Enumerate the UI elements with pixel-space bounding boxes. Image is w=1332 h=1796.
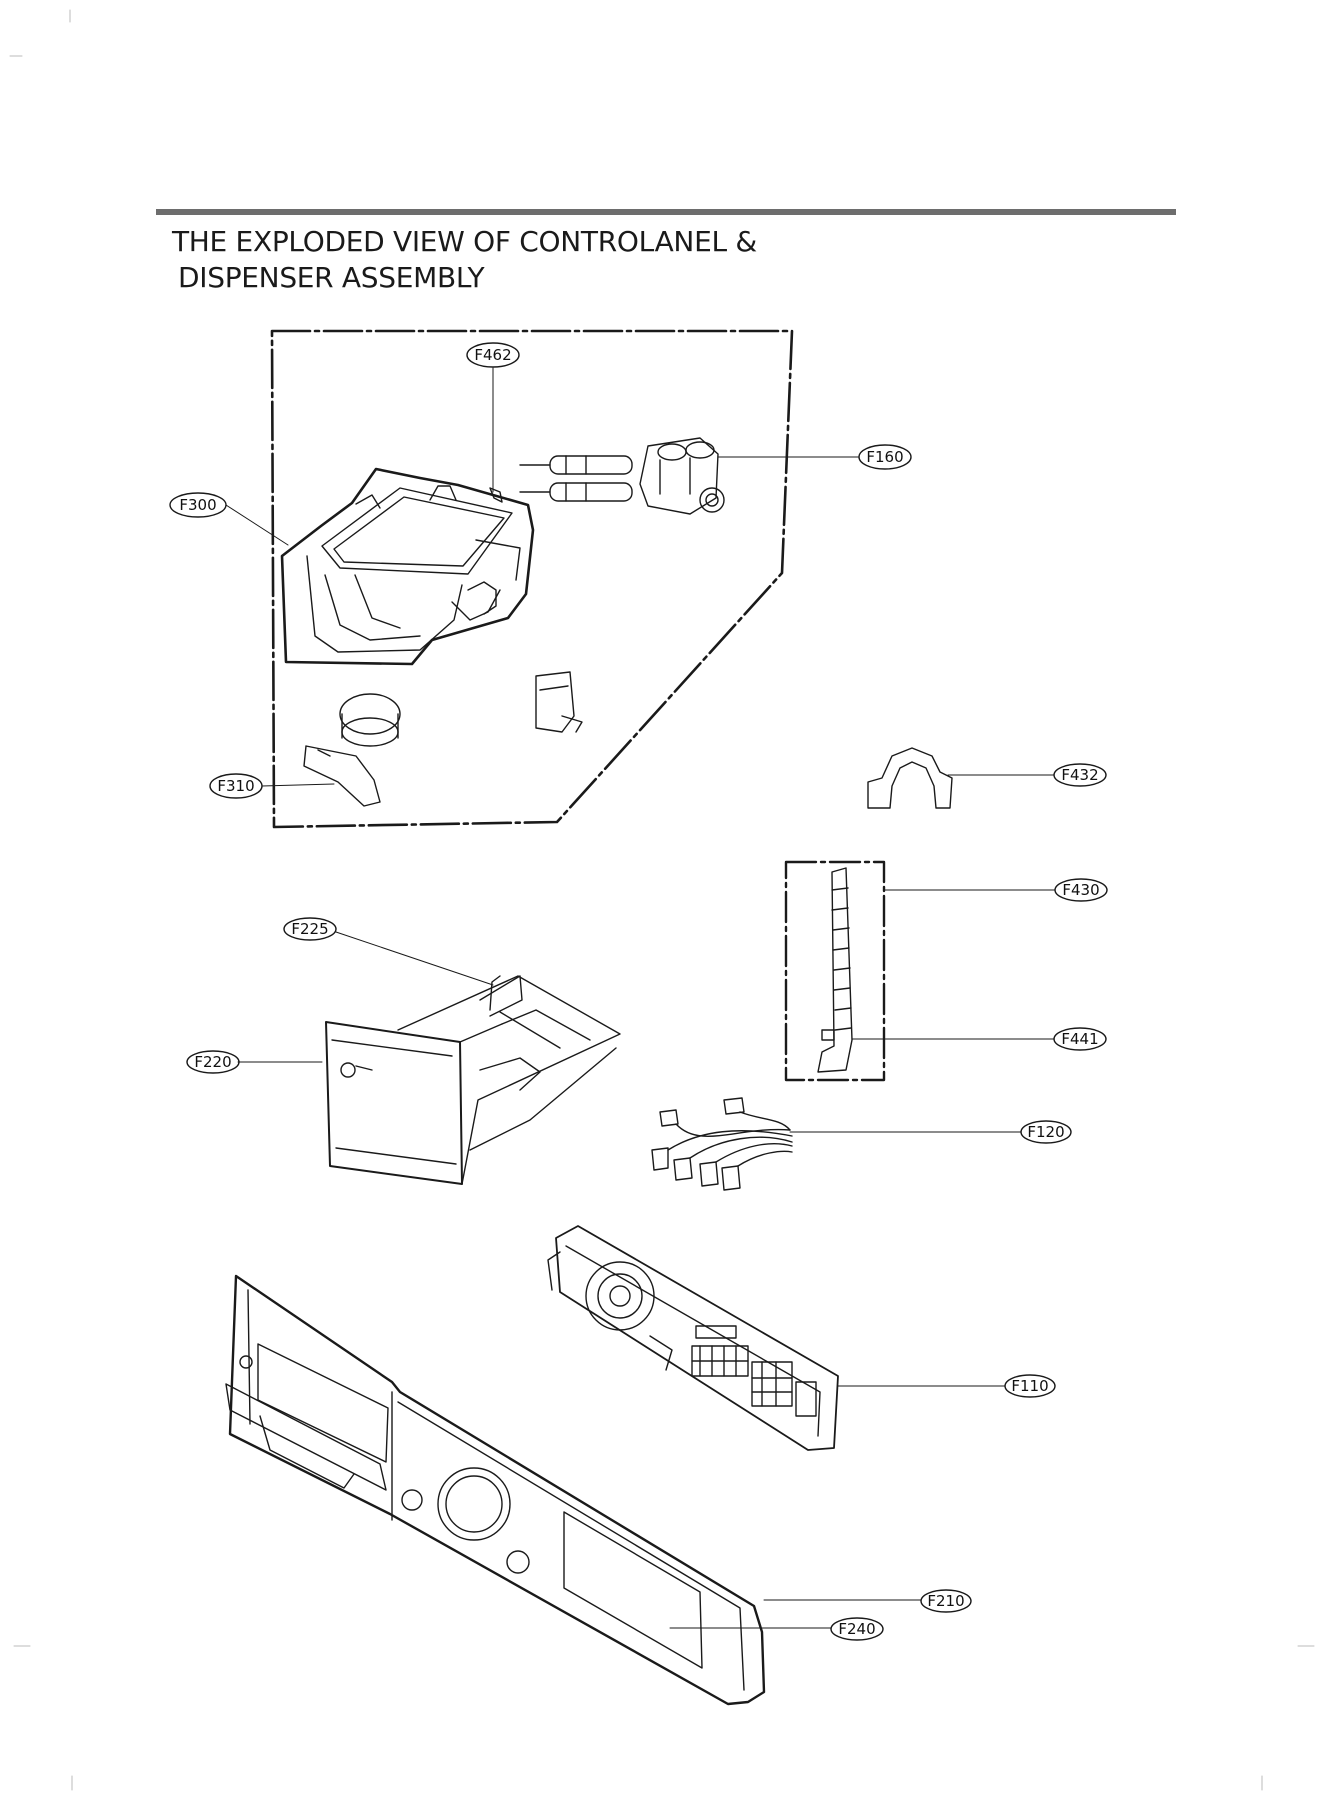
callout-f110-label: F110 [1011,1377,1048,1395]
title-line-2: DISPENSER ASSEMBLY [178,261,485,294]
callout-f430: F430 [1054,878,1108,902]
siphon-cap-illustration [303,693,401,807]
callout-f160: F160 [858,444,912,470]
hose-guide-illustration [867,747,953,809]
callout-f110: F110 [1004,1374,1056,1398]
callout-f225: F225 [283,917,337,941]
callout-f300-label: F300 [179,496,216,514]
pcb-button-grid [691,1325,817,1417]
control-panel-illustration [225,1274,766,1706]
callout-f225-label: F225 [291,920,328,938]
callout-f220: F220 [186,1050,240,1074]
callout-f432-label: F432 [1061,766,1098,784]
callout-f310: F310 [209,773,263,799]
callout-f462: F462 [466,342,520,368]
callout-f462-label: F462 [474,346,511,364]
callout-f441: F441 [1053,1027,1107,1051]
crop-marks [9,9,1315,1791]
callout-f120: F120 [1020,1120,1072,1144]
callout-f220-label: F220 [194,1053,231,1071]
wire-harness-illustration [651,1097,793,1191]
dispenser-group-boundary [270,329,794,829]
callout-f120-label: F120 [1027,1123,1064,1141]
detergent-drawer-illustration [325,975,621,1185]
inlet-hoses-illustration [489,455,633,503]
page-title: THE EXPLODED VIEW OF CONTROLANEL & DISPE… [172,224,757,296]
callout-leaders [225,367,1056,1629]
clip-part-illustration [535,671,583,733]
drain-hose-illustration [784,860,886,1082]
title-line-1: THE EXPLODED VIEW OF CONTROLANEL & [172,225,757,258]
callout-f310-label: F310 [217,777,254,795]
callout-f160-label: F160 [866,448,903,466]
dispenser-housing-illustration [280,467,535,666]
callout-f210: F210 [920,1589,972,1613]
callout-f300: F300 [169,492,227,518]
drawer-logo-icon [340,1062,373,1078]
title-rule [156,209,1176,215]
callout-f441-label: F441 [1061,1030,1098,1048]
pcb-assembly-illustration [547,1225,839,1451]
callout-f240-label: F240 [838,1620,875,1638]
callout-f430-label: F430 [1062,881,1099,899]
callout-f210-label: F210 [927,1592,964,1610]
callout-f240: F240 [830,1617,884,1641]
water-valve-illustration [639,437,725,515]
callout-f432: F432 [1053,763,1107,787]
